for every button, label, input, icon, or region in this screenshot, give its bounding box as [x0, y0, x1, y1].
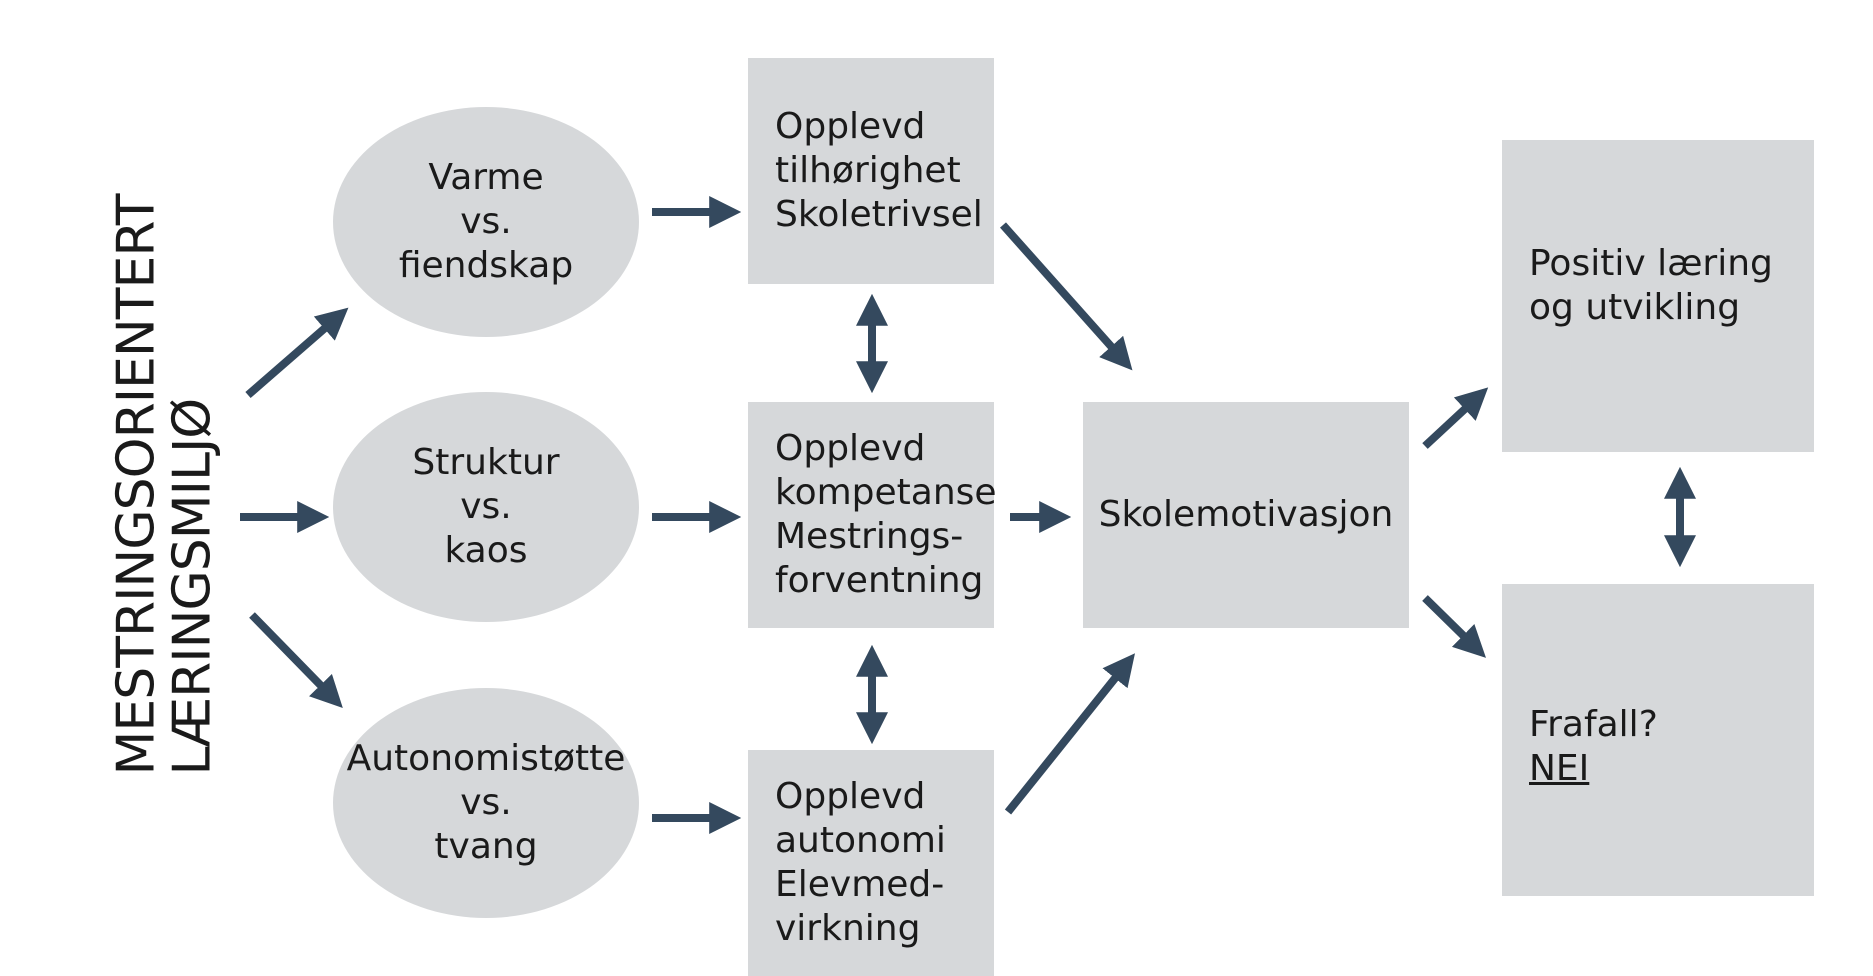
ellipse-line: Struktur	[412, 442, 560, 483]
box-kompetanse: Opplevd kompetanse Mestrings- forventnin…	[748, 402, 997, 628]
outcome-line: Frafall?	[1529, 704, 1658, 745]
box-line: Opplevd	[775, 776, 926, 817]
outcome-line: Positiv læring	[1529, 243, 1773, 284]
box-line: Mestrings-	[775, 516, 964, 557]
outcome-answer: NEI	[1529, 748, 1590, 789]
arrow-autonomi-to-skolemotivasjon	[1004, 653, 1135, 815]
arrow-skolemotivasjon-to-frafall	[1422, 595, 1486, 658]
ellipse-varme: Varme vs. fiendskap	[333, 107, 639, 337]
box-line: tilhørighet	[775, 150, 961, 191]
ellipse-line: vs.	[460, 486, 512, 527]
box-autonomi: Opplevd autonomi Elevmed- virkning	[748, 750, 994, 976]
ellipse-line: Autonomistøtte	[346, 738, 626, 779]
center-label: Skolemotivasjon	[1098, 494, 1394, 535]
box-line: Opplevd	[775, 106, 926, 147]
box-line: forventning	[775, 560, 984, 601]
ellipse-line: vs.	[460, 782, 512, 823]
box-line: Elevmed-	[775, 864, 945, 905]
box-line: autonomi	[775, 820, 946, 861]
box-line: Opplevd	[775, 428, 926, 469]
ellipse-line: vs.	[460, 201, 512, 242]
ellipse-line: Varme	[428, 157, 544, 198]
title-line-2: LÆRINGSMILJØ	[163, 398, 224, 776]
box-line: kompetanse	[775, 472, 997, 513]
ellipse-line: fiendskap	[398, 245, 574, 286]
ellipse-struktur: Struktur vs. kaos	[333, 392, 639, 622]
outcome-line: og utvikling	[1529, 287, 1741, 328]
title-line-1: MESTRINGSORIENTERT	[107, 194, 168, 776]
ellipse-autonomistotte: Autonomistøtte vs. tvang	[333, 688, 639, 918]
ellipse-line: tvang	[434, 826, 538, 867]
arrow-tilhorighet-to-skolemotivasjon	[1000, 222, 1133, 371]
box-line: Skoletrivsel	[775, 194, 983, 235]
box-frafall: Frafall? NEI	[1502, 584, 1814, 896]
environment-title: MESTRINGSORIENTERT LÆRINGSMILJØ	[95, 194, 235, 776]
box-skolemotivasjon: Skolemotivasjon	[1083, 402, 1409, 628]
arrow-title-to-autonomi	[249, 612, 343, 709]
arrow-title-to-varme	[245, 307, 349, 399]
box-positiv-laering: Positiv læring og utvikling	[1502, 140, 1814, 452]
box-tilhorighet: Opplevd tilhørighet Skoletrivsel	[748, 58, 994, 284]
arrow-skolemotivasjon-to-positiv	[1422, 387, 1489, 449]
box-line: virkning	[775, 908, 921, 949]
ellipse-line: kaos	[444, 530, 528, 571]
